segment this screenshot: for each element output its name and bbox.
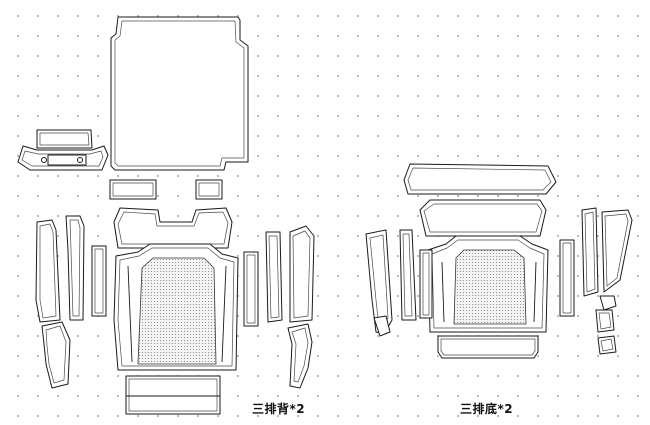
right-side-small-piece [243, 251, 259, 327]
bottom-left-narrow-piece [399, 229, 417, 321]
third-row-back-group [17, 16, 315, 415]
seat-bottom-main-piece [427, 235, 549, 333]
seat-bottom-base-piece [437, 335, 539, 359]
t-divider-piece [113, 207, 233, 249]
left-side-tall-piece [35, 219, 61, 323]
third-row-bottom-group [365, 163, 633, 359]
third-row-bottom-label: 三排底*2 [460, 402, 514, 416]
seat-back-base-piece [125, 375, 221, 415]
right-side-narrow-piece [265, 231, 283, 323]
bottom-right-tall-piece [601, 209, 633, 293]
bottom-right-small-piece [559, 239, 575, 317]
top-bar-piece [403, 163, 557, 195]
bottom-right-block-piece-3 [597, 335, 617, 355]
seat-back-main-piece [113, 243, 239, 371]
strip-piece-left [109, 179, 157, 200]
bottom-right-block-piece-2 [595, 309, 615, 333]
small-tray-piece [17, 129, 109, 171]
bottom-left-tab-piece [373, 315, 391, 337]
bottom-right-narrow-piece [581, 207, 599, 297]
left-side-bracket-piece [41, 321, 71, 389]
left-side-narrow-piece [65, 215, 85, 321]
third-row-back-label: 三排背*2 [252, 402, 306, 416]
bottom-left-small-piece [419, 249, 433, 319]
right-side-tall-piece [289, 225, 315, 323]
bottom-right-block-piece-1 [599, 295, 617, 311]
left-side-small-piece [91, 245, 107, 317]
right-side-bracket-piece [287, 323, 313, 389]
upper-frame-piece [419, 199, 547, 237]
strip-piece-right [195, 179, 223, 200]
cargo-mat-piece [110, 16, 249, 171]
